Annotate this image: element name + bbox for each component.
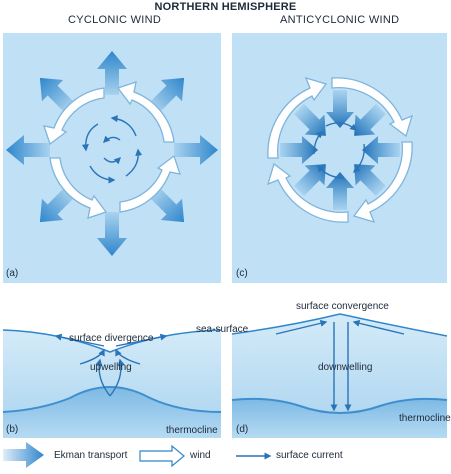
legend-current-label: surface current <box>276 450 343 461</box>
surface-divergence-text: surface divergence <box>69 333 154 344</box>
panel-b-label: (b) <box>6 424 19 435</box>
sea-surface-text: sea-surface <box>196 324 249 335</box>
thermocline-text-b: thermocline <box>166 425 218 436</box>
panel-c-anticyclonic <box>232 33 447 283</box>
panel-a-label: (a) <box>6 268 19 279</box>
panel-d-downwelling <box>231 313 448 438</box>
legend <box>3 442 272 468</box>
panel-b-upwelling <box>2 329 222 438</box>
panel-a-cyclonic <box>3 33 221 283</box>
legend-ekman-swatch <box>3 442 44 468</box>
surface-current-anticyclonic <box>313 122 365 179</box>
anticyclonic-heading: ANTICYCLONIC WIND <box>280 14 400 26</box>
thermocline-text-d: thermocline <box>399 413 451 424</box>
downwelling-text: downwelling <box>318 362 373 373</box>
panel-d-label: (d) <box>236 424 249 435</box>
wind-ring-anticyclonic <box>266 76 414 224</box>
upwelling-text: upwelling <box>90 362 132 373</box>
surface-convergence-text: surface convergence <box>296 301 389 312</box>
legend-wind-swatch <box>139 444 185 468</box>
legend-ekman-label: Ekman transport <box>54 450 128 461</box>
legend-wind-label: wind <box>190 450 211 461</box>
surface-current-cyclonic <box>81 115 143 184</box>
panel-c-label: (c) <box>236 268 248 279</box>
figure-title: NORTHERN HEMISPHERE <box>154 1 297 13</box>
wind-ring-cyclonic <box>43 81 181 219</box>
cyclonic-heading: CYCLONIC WIND <box>68 14 162 26</box>
